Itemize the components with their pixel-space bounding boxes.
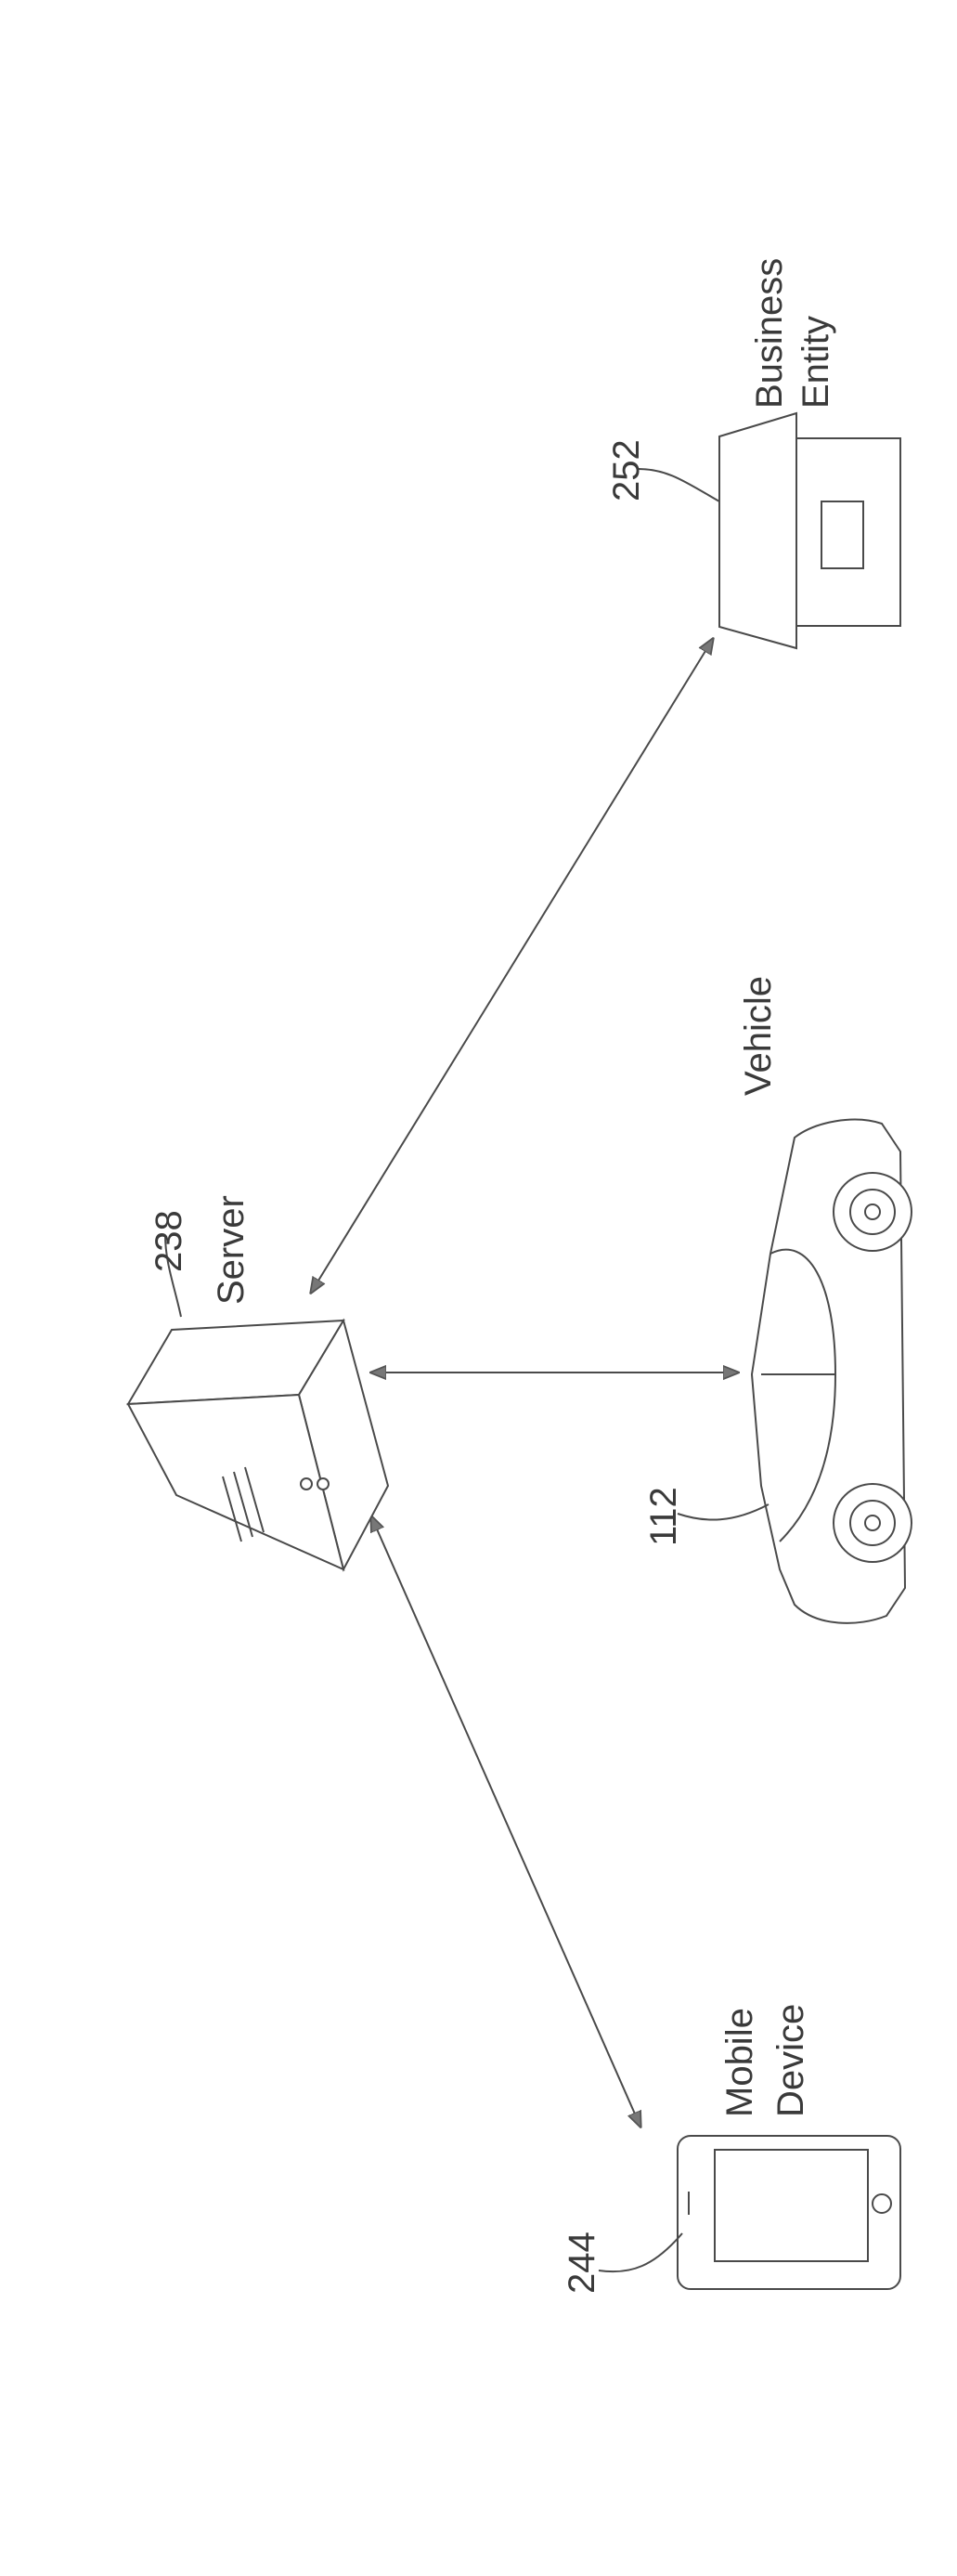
server-leader-line <box>164 1234 182 1318</box>
mobile-device-ref: 244 <box>562 2231 602 2294</box>
business-entity-label-line2: Entity <box>795 316 836 409</box>
car-icon <box>750 1118 912 1624</box>
mobile-device-leader-line <box>598 2232 683 2273</box>
smartphone-icon <box>677 2135 901 2290</box>
connector-server-mobile-device <box>371 1516 640 2127</box>
server-icon <box>126 1318 390 1572</box>
server-label: Server <box>211 1195 252 1305</box>
business-entity-label-line1: Business <box>749 258 790 409</box>
vehicle-leader-line <box>677 1503 769 1521</box>
mobile-device-label-line2: Device <box>770 2004 811 2117</box>
business-entity-leader-line <box>638 468 720 502</box>
vehicle-label: Vehicle <box>738 976 779 1096</box>
mobile-device-label-line1: Mobile <box>719 2008 760 2117</box>
server-ref: 238 <box>149 1210 189 1272</box>
business-entity-ref: 252 <box>606 439 647 501</box>
connector-server-business-entity <box>311 639 713 1293</box>
storefront-icon <box>718 411 901 650</box>
vehicle-ref: 112 <box>643 1487 684 1546</box>
